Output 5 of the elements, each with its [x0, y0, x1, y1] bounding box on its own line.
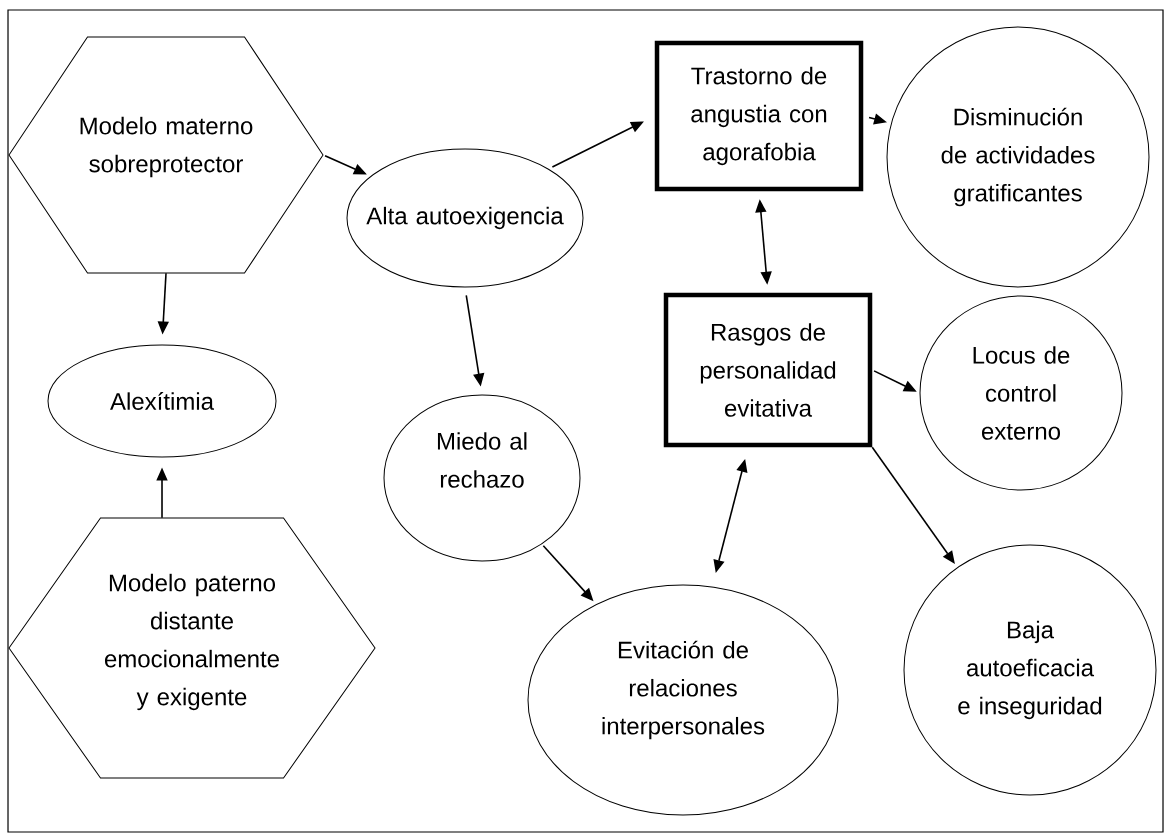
process-box: Trastorno de angustia con agorafobia: [654, 40, 864, 192]
arrow: [871, 446, 955, 564]
hexagon: Modelo materno sobreprotector: [8, 36, 324, 274]
hexagon: Modelo paterno distante emocionalmente y exigente: [8, 517, 376, 779]
process-box: Rasgos de personalidad evitativa: [663, 292, 873, 448]
